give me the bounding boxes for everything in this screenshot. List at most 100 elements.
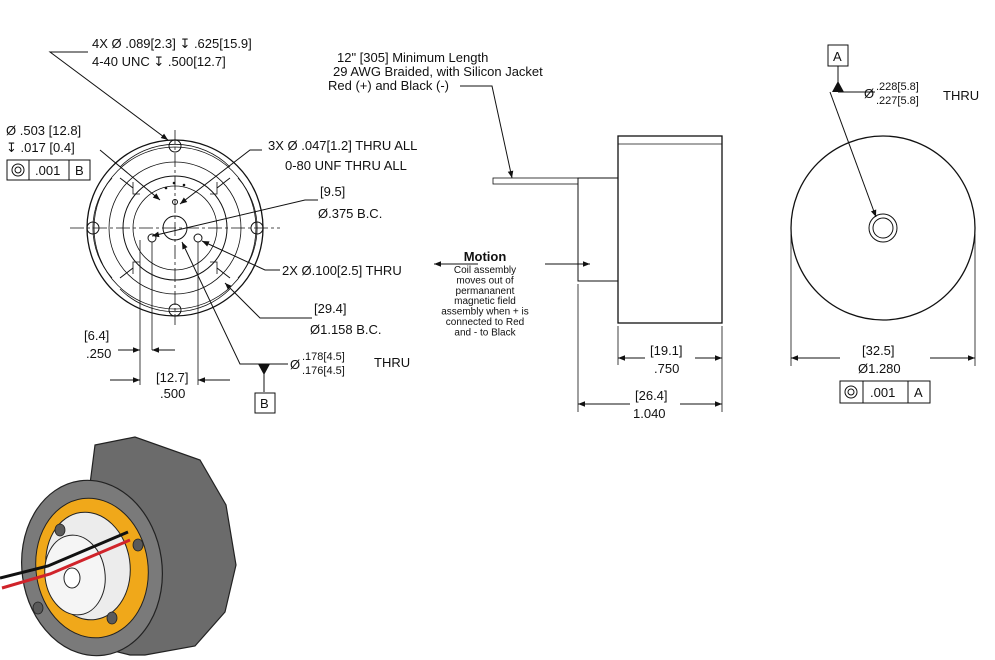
callout-bore-suffix: THRU <box>374 355 410 370</box>
datum-a-box <box>827 44 849 67</box>
dim-offset-in: .250 <box>86 346 111 361</box>
datum-b-box <box>254 392 276 414</box>
callout-bore-prefix: Ø <box>290 357 300 372</box>
side-view <box>434 85 723 412</box>
iso-mount-hole-2 <box>106 611 118 625</box>
callout-thru-line2: 0-80 UNF THRU ALL <box>285 158 407 173</box>
fcf-a-dividers <box>862 381 909 403</box>
dot-1 <box>164 186 168 190</box>
coil-tube <box>577 177 619 282</box>
end-bore-prefix: Ø <box>864 86 874 101</box>
leader-bore <box>181 241 288 365</box>
motion-title: Motion <box>464 249 507 264</box>
iso-wire-red <box>1 538 131 590</box>
fcf-b-frame <box>6 159 91 181</box>
iso-mount-hole-1 <box>54 523 66 537</box>
fcf-a-datum: A <box>914 385 923 400</box>
dim-total-mm: [26.4] <box>635 388 668 403</box>
end-outer-circle <box>790 135 976 321</box>
iso-mount-hole-4 <box>132 538 144 552</box>
motion-note-line: magnetic field <box>454 296 516 307</box>
front-notch-lines <box>119 177 231 279</box>
dim-body-in: .750 <box>654 361 679 376</box>
leader-mount <box>48 51 169 141</box>
leader-bc-small <box>151 199 318 238</box>
iso-mount-hole-3 <box>32 601 44 615</box>
datum-a-triangle <box>832 81 844 92</box>
end-bore-upper: .228[5.8] <box>876 81 919 93</box>
leader-counterbore <box>99 149 161 201</box>
front-view-text: 4X Ø .089[2.3] ↧ .625[15.9] 4-40 UNC ↧ .… <box>6 36 417 411</box>
callout-counterbore-line1: Ø .503 [12.8] <box>6 123 81 138</box>
motion-note-line: Coil assembly <box>454 265 516 276</box>
fcf-a-value: .001 <box>870 385 895 400</box>
leader-bc-large <box>224 282 312 319</box>
end-bore-suffix: THRU <box>943 88 979 103</box>
motion-note-line: and - to Black <box>454 327 516 338</box>
end-view <box>790 44 976 404</box>
leader-end-bore <box>829 91 877 218</box>
callout-thru-line1: 3X Ø .047[1.2] THRU ALL <box>268 138 417 153</box>
dim-width-in: .500 <box>160 386 185 401</box>
front-magnet-arc-left <box>92 177 113 279</box>
dim-dia-mm: [32.5] <box>862 343 895 358</box>
datum-a-letter: A <box>833 49 842 64</box>
end-extension-lines <box>790 234 976 366</box>
callout-mount-line2: 4-40 UNC ↧ .500[12.7] <box>92 54 226 69</box>
datum-b-letter: B <box>260 396 269 411</box>
dim-width-mm: [12.7] <box>156 370 189 385</box>
iso-center-bore <box>63 567 81 589</box>
callout-bc-large-line1: [29.4] <box>314 301 347 316</box>
dim-body-mm: [19.1] <box>650 343 683 358</box>
callout-2x-holes: 2X Ø.100[2.5] THRU <box>282 263 402 278</box>
datum-b-triangle <box>258 364 270 375</box>
iso-wire-black <box>0 530 129 580</box>
callout-mount-line1: 4X Ø .089[2.3] ↧ .625[15.9] <box>92 36 252 51</box>
concentricity-icon-a-inner <box>847 388 855 396</box>
front-magnet-arc-top <box>119 143 231 168</box>
concentricity-icon-inner <box>14 166 22 174</box>
callout-bore-upper: .178[4.5] <box>302 351 345 363</box>
motion-note-line: connected to Red <box>446 317 524 328</box>
dot-3 <box>182 183 186 187</box>
front-centerlines <box>70 130 280 325</box>
concentricity-icon-a <box>844 385 858 399</box>
housing-body <box>617 135 723 324</box>
motion-note-line: moves out of <box>456 275 513 286</box>
side-view-text: 12" [305] Minimum Length 29 AWG Braided,… <box>328 50 683 421</box>
callout-counterbore-line2: ↧ .017 [0.4] <box>6 140 75 155</box>
motion-note-line: permananent <box>456 286 515 297</box>
leader-2x-holes <box>201 240 280 271</box>
lead-note-line1: 12" [305] Minimum Length <box>337 50 488 65</box>
front-magnet-arc-bottom <box>119 288 231 313</box>
end-bore-outer <box>868 213 898 243</box>
fcf-a-frame <box>839 380 931 404</box>
leader-thru <box>179 149 262 205</box>
dim-total-in: 1.040 <box>633 406 666 421</box>
callout-bc-small-line2: Ø.375 B.C. <box>318 206 382 221</box>
front-notch-steps <box>132 182 218 274</box>
end-bore-lower: .227[5.8] <box>876 95 919 107</box>
callout-bc-small-line1: [9.5] <box>320 184 345 199</box>
lead-note-line3: Red (+) and Black (-) <box>328 78 449 93</box>
motion-note-line: assembly when + is <box>441 307 529 318</box>
end-view-text: A Ø .228[5.8] .227[5.8] THRU [32.5] Ø1.2… <box>833 49 979 400</box>
lead-wire <box>492 177 579 185</box>
leader-lead-note <box>460 85 514 179</box>
front-view <box>6 51 318 414</box>
end-bore-inner <box>872 217 894 239</box>
front-extension-lines <box>139 240 199 385</box>
isometric-view <box>0 436 237 657</box>
fcf-b-dividers <box>28 160 70 180</box>
fcf-b-datum: B <box>75 163 84 178</box>
callout-bc-large-line2: Ø1.158 B.C. <box>310 322 382 337</box>
fcf-b-value: .001 <box>35 163 60 178</box>
lead-note-line2: 29 AWG Braided, with Silicon Jacket <box>333 64 543 79</box>
dim-offset-mm: [6.4] <box>84 328 109 343</box>
small-hole-right <box>193 233 203 243</box>
dim-dia-in: Ø1.280 <box>858 361 901 376</box>
concentricity-icon <box>11 163 25 177</box>
callout-bore-lower: .176[4.5] <box>302 365 345 377</box>
